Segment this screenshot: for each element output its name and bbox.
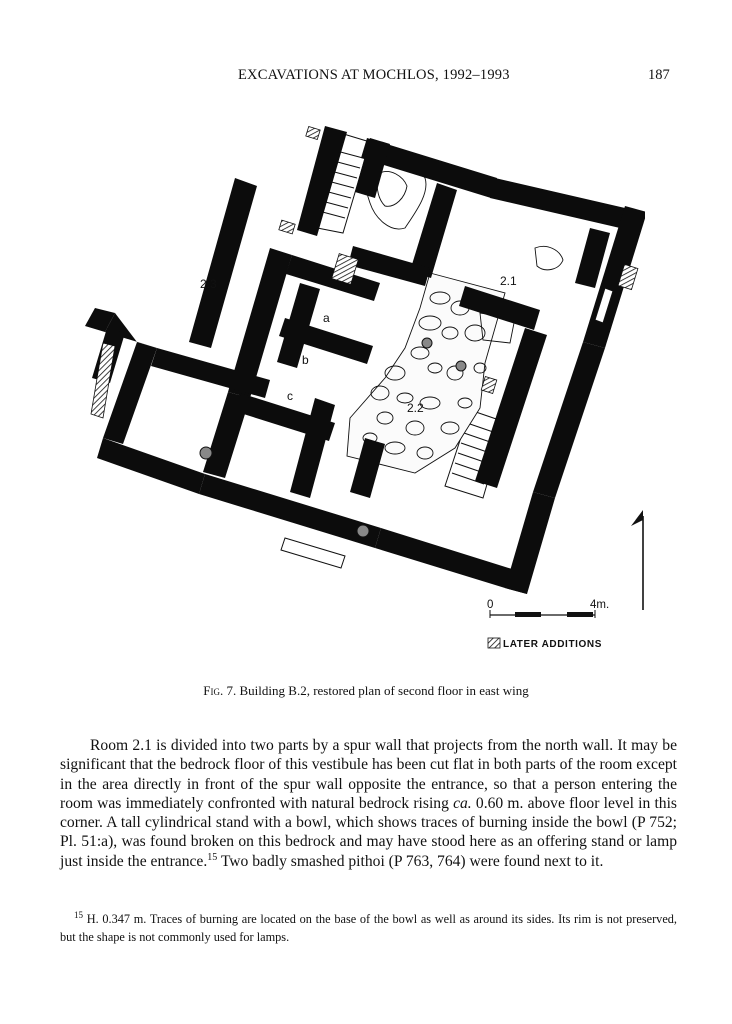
caption-label: Fig. 7. — [203, 683, 237, 698]
building-walls — [85, 126, 645, 594]
paragraph: Room 2.1 is divided into two parts by a … — [60, 736, 677, 871]
legend-label: LATER ADDITIONS — [503, 639, 602, 650]
north-arrow — [631, 510, 644, 610]
footnote-text: H. 0.347 m. Traces of burning are locate… — [60, 912, 677, 944]
floor-plan-drawing: 2.3 2.1 2.2 a b c 0 4m. LATER ADDITIONS — [85, 125, 645, 650]
page-number: 187 — [648, 67, 670, 83]
figure-caption: Fig. 7. Building B.2, restored plan of s… — [0, 683, 732, 699]
later-additions — [90, 125, 639, 419]
paragraph-italic: ca. — [453, 794, 472, 812]
body-text: Room 2.1 is divided into two parts by a … — [60, 736, 677, 871]
scale-end-label: 4m. — [590, 599, 609, 611]
running-title: EXCAVATIONS AT MOCHLOS, 1992–1993 — [238, 67, 510, 83]
label-room-b: b — [302, 353, 309, 367]
caption-text: Building B.2, restored plan of second fl… — [239, 683, 529, 698]
label-room-2-3: 2.3 — [200, 277, 217, 291]
thresholds — [280, 287, 614, 569]
paragraph-text-3: Two badly smashed pithoi (P 763, 764) we… — [217, 852, 604, 870]
column-bases — [199, 337, 467, 538]
footnote-number: 15 — [74, 909, 83, 920]
footnote: 15 H. 0.347 m. Traces of burning are loc… — [60, 910, 677, 946]
label-room-2-1: 2.1 — [500, 274, 517, 288]
scale-bar — [489, 610, 596, 618]
label-room-a: a — [323, 311, 330, 325]
footnote-reference[interactable]: 15 — [207, 851, 218, 863]
legend-hatch-swatch — [487, 637, 501, 649]
label-room-c: c — [287, 389, 293, 403]
building-plan-figure: 2.3 2.1 2.2 a b c 0 4m. LATER ADDITIONS — [85, 118, 645, 663]
paragraph-text-2: 0.60 m. above floor level in this corner… — [60, 794, 677, 870]
label-room-2-2: 2.2 — [407, 401, 424, 415]
paragraph-text-1: Room 2.1 is divided into two parts by a … — [60, 737, 677, 812]
running-head: EXCAVATIONS AT MOCHLOS, 1992–1993 187 — [0, 67, 732, 89]
scale-start-label: 0 — [487, 599, 493, 611]
